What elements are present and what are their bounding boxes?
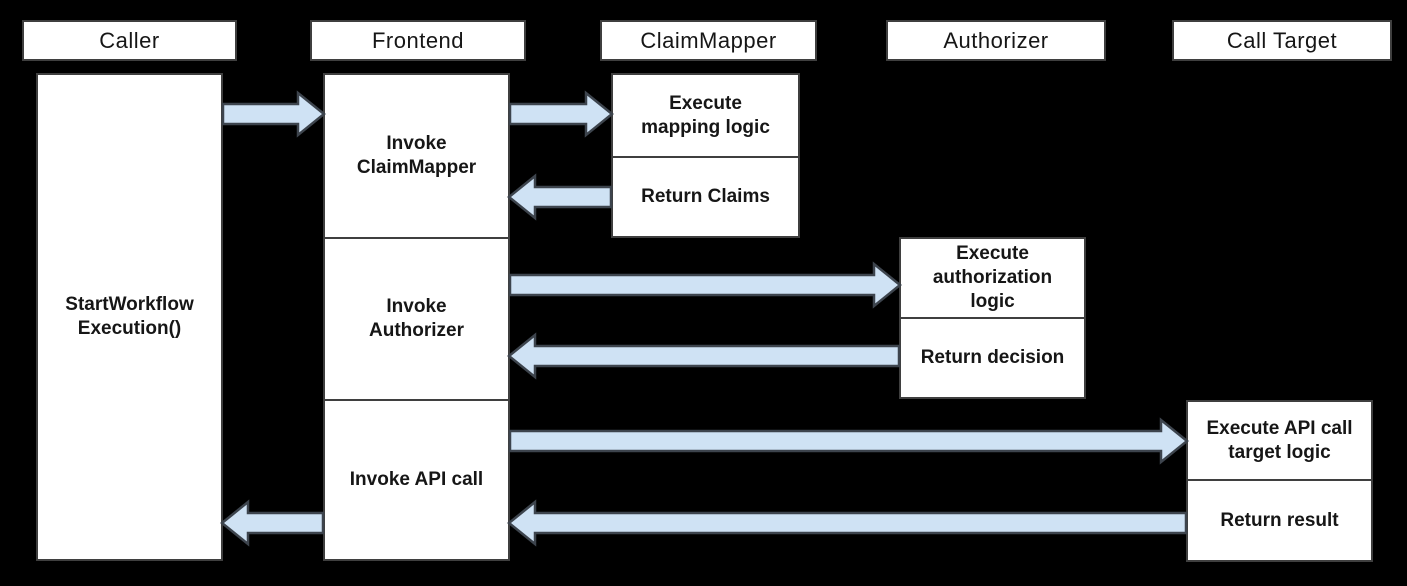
calltarget-step-return-result: Return result <box>1188 479 1371 560</box>
arrow-frontend-to-calltarget <box>508 417 1189 465</box>
calltarget-activation-box: Execute API call target logic Return res… <box>1186 400 1373 562</box>
frontend-step-invoke-claimmapper: Invoke ClaimMapper <box>356 133 477 178</box>
actor-header-claimmapper: ClaimMapper <box>600 20 817 61</box>
actor-header-caller: Caller <box>22 20 237 61</box>
claimmapper-step-return-claims: Return Claims <box>613 156 798 236</box>
caller-activation-box: StartWorkflow Execution() <box>36 73 223 561</box>
arrow-frontend-to-claimmapper <box>508 90 614 138</box>
authorizer-activation-box: Execute authorization logic Return decis… <box>899 237 1086 399</box>
frontend-step-invoke-authorizer: Invoke Authorizer <box>325 237 508 399</box>
calltarget-step-execute-api-call-target-logic: Execute API call target logic <box>1206 417 1353 463</box>
arrow-caller-to-frontend <box>221 90 326 138</box>
arrow-frontend-to-authorizer <box>508 261 902 309</box>
arrow-frontend-to-caller <box>220 499 325 547</box>
actor-header-frontend: Frontend <box>310 20 526 61</box>
arrow-authorizer-to-frontend <box>507 332 901 380</box>
frontend-activation-box: Invoke ClaimMapper Invoke Authorizer Inv… <box>323 73 510 561</box>
claimmapper-step-execute-mapping-logic: Execute mapping logic <box>641 92 770 138</box>
authorizer-step-execute-authorization-logic: Execute authorization logic <box>932 243 1053 312</box>
caller-activity-label: StartWorkflow Execution() <box>65 294 194 339</box>
authorizer-step-return-decision: Return decision <box>901 317 1084 397</box>
claimmapper-activation-box: Execute mapping logic Return Claims <box>611 73 800 238</box>
arrow-claimmapper-to-frontend <box>507 173 613 221</box>
frontend-step-invoke-api-call: Invoke API call <box>325 399 508 559</box>
actor-header-calltarget: Call Target <box>1172 20 1392 61</box>
arrow-calltarget-to-frontend <box>507 499 1188 547</box>
actor-header-authorizer: Authorizer <box>886 20 1106 61</box>
